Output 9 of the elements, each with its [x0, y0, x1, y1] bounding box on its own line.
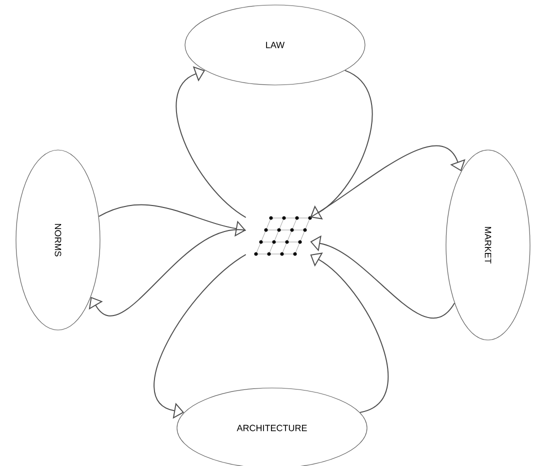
ellipse-node: NORMS: [16, 150, 100, 330]
ellipse-node: MARKET: [446, 150, 530, 340]
ellipse-node: LAW: [184, 4, 366, 86]
circular-arrow: [310, 70, 373, 220]
network-drawing: [254, 216, 312, 256]
circular-arrow: [310, 252, 389, 413]
circular-arrow: [310, 145, 466, 218]
circular-arrow: [88, 230, 246, 316]
circular-arrow: [176, 66, 246, 218]
